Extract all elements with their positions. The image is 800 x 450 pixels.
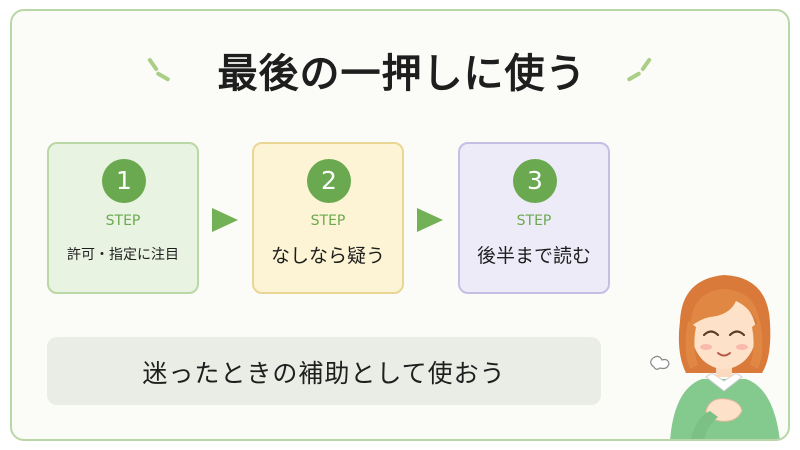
arrow-right-icon [212, 208, 238, 232]
arrow-right-icon [417, 208, 443, 232]
step-card-2: 2 STEP なしなら疑う [252, 142, 404, 294]
step-label: STEP [105, 213, 141, 229]
smiling-girl-illustration-icon [650, 275, 780, 439]
step-text: 許可・指定に注目 [67, 247, 179, 263]
step-number-badge: 1 [102, 159, 146, 203]
step-number-badge: 3 [513, 159, 557, 203]
slide-frame: 最後の一押しに使う 1 STEP 許可・指定に注目 2 STEP なしなら疑う … [10, 9, 790, 441]
step-card-3: 3 STEP 後半まで読む [458, 142, 610, 294]
step-text: なしなら疑う [270, 245, 385, 267]
summary-text: 迷ったときの補助として使おう [142, 359, 506, 388]
step-card-1: 1 STEP 許可・指定に注目 [47, 142, 199, 294]
step-number-badge: 2 [307, 159, 351, 203]
step-label: STEP [516, 213, 552, 229]
summary-banner: 迷ったときの補助として使おう [47, 337, 601, 405]
step-label: STEP [310, 213, 346, 229]
step-text: 後半まで読む [476, 245, 591, 267]
slide-title: 最後の一押しに使う [217, 51, 587, 97]
